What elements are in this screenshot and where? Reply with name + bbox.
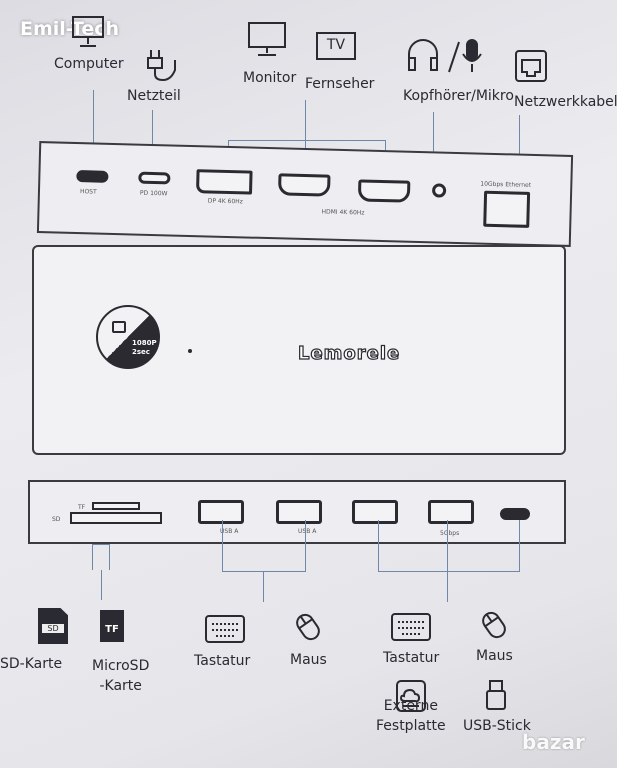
keyboard-icon [391,613,431,641]
sd-slot [70,512,162,524]
tf-slot [92,502,140,510]
tf-label: TF [78,504,86,511]
label-sd-karte: SD-Karte [0,656,63,672]
headphones-mic-icon [408,39,482,73]
label-monitor: Monitor [243,70,297,86]
external-drive-icon [396,680,426,712]
hdmi-label: HDMI 4K 60Hz [321,208,365,217]
usb-c-port [500,508,530,520]
camera-icon [112,321,126,333]
displayport-port [195,169,253,195]
label-kopfhoerer: Kopfhörer/Mikro [403,88,514,104]
ethernet-icon [515,50,547,82]
host-label: HOST [79,188,97,196]
ethernet-label: 10Gbps Ethernet [480,180,532,189]
label-karte: -Karte [99,678,142,694]
sd-label: SD [52,516,61,523]
label-maus-2: Maus [476,648,513,664]
usb-c-pd-port [138,171,171,185]
power-plug-icon [147,50,176,82]
hdmi-port-2 [357,179,411,203]
bazar-logo: bazar [522,730,585,754]
badge-1080p: 1080P [132,339,157,347]
dp-label: DP 4K 60Hz [207,197,243,206]
monitor-icon [248,22,286,56]
dock-back-panel: HOST PD 100W DP 4K 60Hz HDMI 4K 60Hz 10G… [36,141,574,247]
label-tastatur-2: Tastatur [383,650,440,666]
label-usb-stick: USB-Stick [463,718,531,734]
label-tastatur-1: Tastatur [194,653,251,669]
pd-label: PD 100W [139,189,168,198]
label-netzwerkkabel: Netzwerkkabel [514,94,617,110]
computer-icon [72,16,104,47]
usb-stick-icon [486,680,506,710]
watermark: Emil-Tech [20,18,120,40]
usb-a-port-1 [198,500,244,524]
label-computer: Computer [54,56,124,72]
label-fernseher: Fernseher [305,76,375,92]
microsd-icon: TF [100,610,124,642]
label-festplatte: Festplatte [376,718,446,734]
label-microsd: MicroSD [92,658,150,674]
usb-a-label-2: USB A [298,528,317,535]
label-netzteil: Netzteil [127,88,181,104]
mouse-icon [482,611,506,639]
ethernet-port [483,190,531,228]
hdmi-port-1 [277,173,331,197]
usb-a-port-2 [276,500,322,524]
brand-logo: Lemorele [297,342,401,364]
tv-icon: TV [316,32,356,60]
sd-card-icon: SD [38,608,68,644]
keyboard-icon [205,615,245,643]
dock-front-ports-panel: TF SD USB A USB A 5Gbps [28,480,566,544]
audio-jack [431,183,447,198]
badge-2sec: 2sec [132,348,150,356]
mouse-icon [296,613,320,641]
usb-a-port-4 [428,500,474,524]
label-maus-1: Maus [290,652,327,668]
led-dot [188,349,192,353]
speed-label: 5Gbps [440,530,460,537]
label-externe: Externe [383,698,438,714]
usb-a-label-1: USB A [220,528,239,535]
usb-a-port-3 [352,500,398,524]
usb-c-host-port [76,170,109,183]
